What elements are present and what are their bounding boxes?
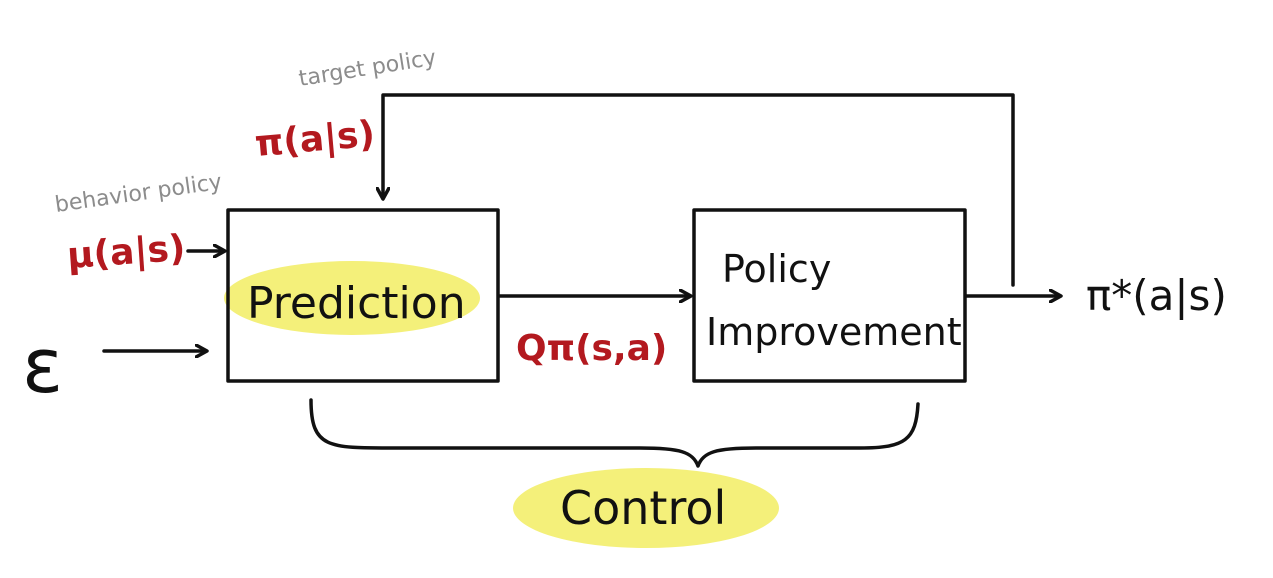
q-value-label: Qπ(s,a): [516, 328, 667, 369]
target-policy-note: target policy: [297, 46, 438, 92]
control-brace: [309, 398, 920, 468]
improvement-label: Improvement: [706, 310, 962, 354]
policy-improvement-block: [692, 208, 967, 383]
control-label: Control: [560, 481, 726, 535]
prediction-block: [226, 208, 500, 383]
environment-label: ε: [22, 321, 63, 410]
behavior-policy-label: μ(a|s): [66, 228, 187, 277]
target-policy-label: π(a|s): [253, 114, 376, 165]
prediction-highlight: [224, 261, 480, 335]
optimal-policy-label: π*(a|s): [1086, 271, 1227, 320]
feedback-arrow: [383, 93, 1015, 287]
behavior-policy-note: behavior policy: [53, 170, 223, 218]
prediction-label: Prediction: [247, 278, 466, 329]
policy-label: Policy: [722, 247, 831, 291]
control-highlight: [513, 468, 779, 548]
